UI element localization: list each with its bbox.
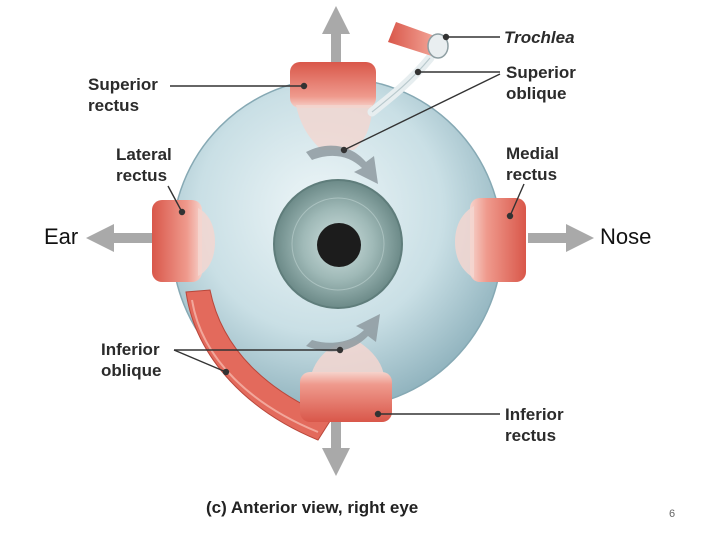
leader-lines [167, 33, 525, 418]
extorsion-arrow-icon [306, 314, 380, 352]
inferior-oblique-muscle [185, 289, 333, 441]
trochlea-pulley [427, 33, 449, 59]
arrow-down-icon [322, 418, 350, 476]
superior-rectus-label-line1: Superior [88, 75, 158, 94]
lateral-rectus-label-line1: Lateral [116, 145, 172, 164]
iris-ring [291, 197, 385, 291]
lateral-rectus-label-line2: rectus [116, 166, 168, 185]
inferior-rectus-label: Inferior rectus [505, 404, 564, 446]
direction-arrows [86, 6, 594, 476]
superior-rectus-label: Superior rectus [88, 74, 158, 116]
intorsion-arrow-icon [306, 145, 378, 184]
medial-rectus-muscle [455, 198, 526, 282]
superior-oblique-label: Superior oblique [506, 62, 576, 104]
figure-caption: (c) Anterior view, right eye [206, 498, 419, 517]
medial-rectus-label: Medial rectus [506, 143, 559, 185]
rotation-arrows [306, 145, 380, 352]
pupil [317, 223, 361, 267]
ear-direction-label: Ear [44, 224, 79, 249]
lateral-rectus-label: Lateral rectus [116, 144, 172, 186]
page-number: 6 [669, 508, 676, 520]
superior-oblique-muscle [367, 22, 449, 117]
medial-rectus-label-line1: Medial [506, 144, 559, 163]
superior-oblique-label-line2: oblique [506, 84, 567, 103]
superior-rectus-label-line2: rectus [88, 96, 140, 115]
superior-oblique-label-line1: Superior [506, 63, 576, 82]
trochlea-label: Trochlea [504, 28, 575, 47]
inferior-rectus-label-line1: Inferior [505, 405, 564, 424]
medial-rectus-label-line2: rectus [506, 165, 558, 184]
inferior-rectus-label-line2: rectus [505, 426, 557, 445]
arrow-up-icon [322, 6, 350, 66]
inferior-oblique-label: Inferior oblique [101, 339, 161, 381]
inferior-oblique-label-line2: oblique [101, 361, 162, 380]
lateral-rectus-muscle [152, 200, 215, 282]
nose-direction-label: Nose [600, 224, 652, 249]
arrow-right-icon [528, 224, 594, 252]
arrow-left-icon [86, 224, 152, 252]
superior-rectus-muscle [290, 62, 376, 150]
inferior-oblique-label-line1: Inferior [101, 340, 160, 359]
